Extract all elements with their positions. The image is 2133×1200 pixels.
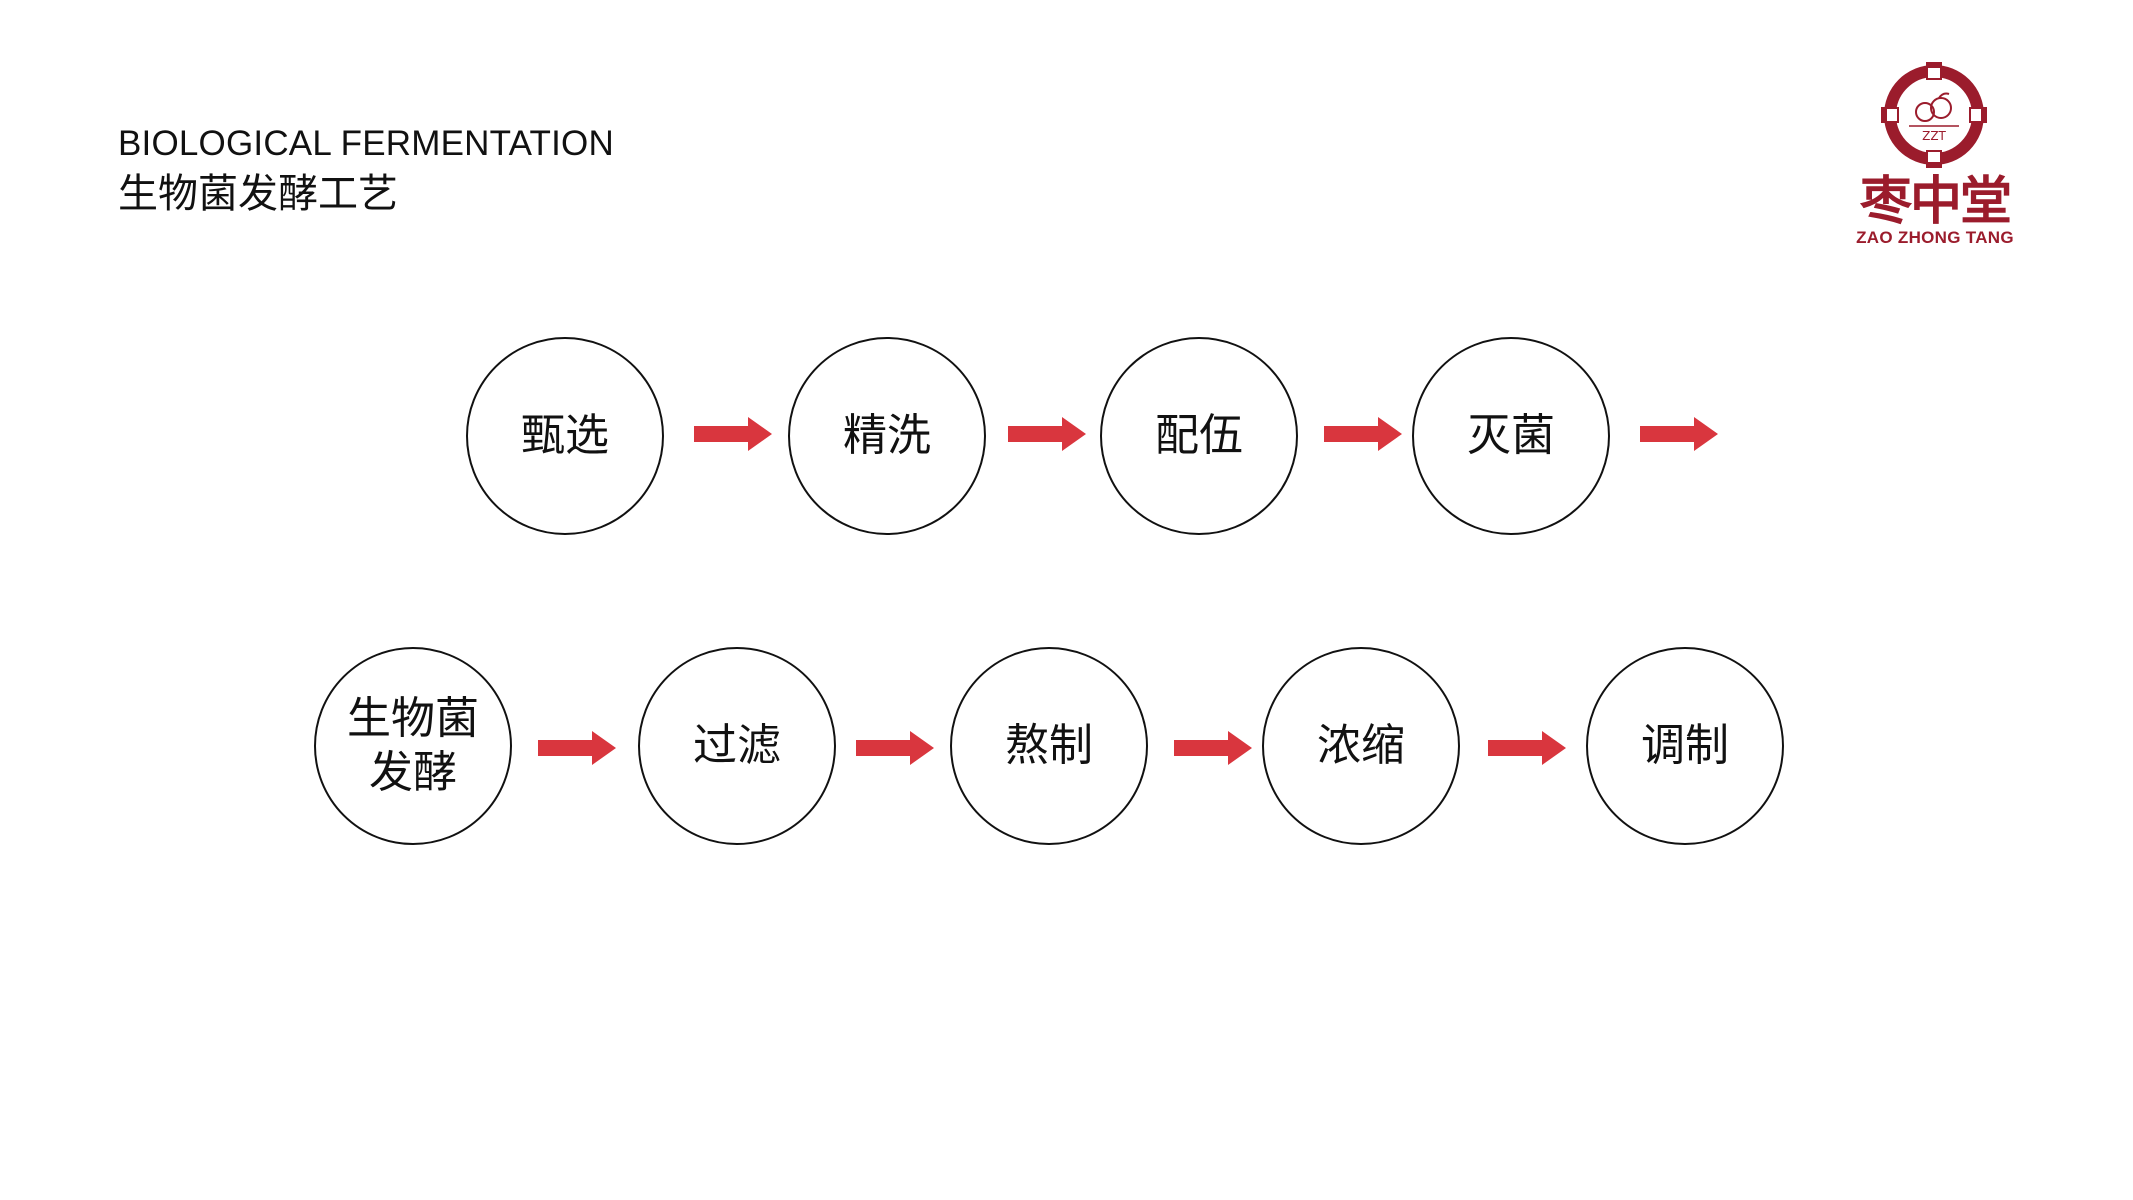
arrow-right-icon [538,731,616,765]
step-fermentation: 生物菌发酵 [314,647,512,845]
step-label: 浓缩 [1317,720,1405,771]
header: BIOLOGICAL FERMENTATION 生物菌发酵工艺 [118,122,614,220]
page-title: 生物菌发酵工艺 [118,171,398,217]
step-label: 甄选 [521,410,609,461]
arrow-right-icon [1324,417,1402,451]
step-decoct: 熬制 [950,647,1148,845]
step-label: 调制 [1641,720,1729,771]
step-blend: 配伍 [1100,337,1298,535]
step-select: 甄选 [466,337,664,535]
brand-logo: ZZT 枣中堂 ZAO ZHONG TANG [1855,60,2015,250]
step-label: 灭菌 [1467,410,1555,461]
step-sterilize: 灭菌 [1412,337,1610,535]
arrow-right-icon [1488,731,1566,765]
step-label: 配伍 [1155,410,1243,461]
logo-name-en: ZAO ZHONG TANG [1856,228,2014,247]
logo-mark-text: ZZT [1922,129,1946,143]
arrow-right-icon [1174,731,1252,765]
step-label: 生物菌发酵 [347,693,479,798]
logo-name-zh: 枣中堂 [1859,172,2012,232]
arrow-right-icon [694,417,772,451]
step-blend-final: 调制 [1586,647,1784,845]
subtitle-en: BIOLOGICAL FERMENTATION [118,124,614,163]
step-wash: 精洗 [788,337,986,535]
step-label: 精洗 [843,410,931,461]
step-concentrate: 浓缩 [1262,647,1460,845]
arrow-right-icon [1640,417,1718,451]
logo-mark-icon: ZZT [1881,62,1987,168]
arrow-right-icon [856,731,934,765]
step-label: 熬制 [1005,720,1093,771]
step-label: 过滤 [693,720,781,771]
step-filter: 过滤 [638,647,836,845]
arrow-right-icon [1008,417,1086,451]
